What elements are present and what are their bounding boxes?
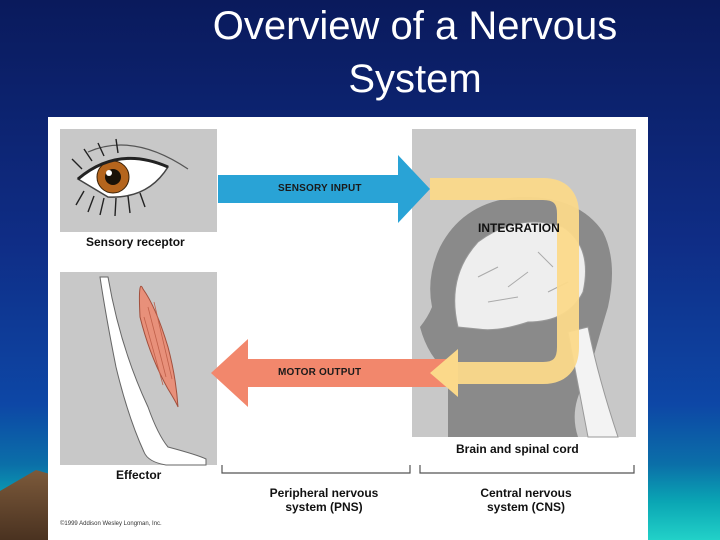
copyright-text: ©1999 Addison Wesley Longman, Inc.	[60, 521, 162, 527]
effector-label: Effector	[116, 468, 162, 482]
leg-icon	[99, 276, 207, 466]
integration-loop	[430, 178, 579, 384]
integration-label: INTEGRATION	[478, 221, 560, 235]
pns-label: Peripheral nervous system (PNS)	[244, 486, 404, 514]
eye-icon	[71, 138, 189, 217]
cns-label: Central nervous system (CNS)	[446, 486, 606, 514]
sensory-input-arrow	[218, 155, 430, 223]
motor-output-arrow	[211, 339, 448, 407]
sensory-input-label: SENSORY INPUT	[278, 183, 362, 194]
cns-bracket	[419, 465, 635, 474]
slide-title-line1: Overview of a Nervous	[212, 4, 618, 48]
brain-spinal-cord-label: Brain and spinal cord	[456, 442, 579, 456]
diagram-graphic	[60, 129, 636, 474]
sensory-receptor-label: Sensory receptor	[86, 235, 185, 249]
cns-label-line2: system (CNS)	[486, 500, 566, 514]
slide-title-line2: System	[348, 57, 482, 101]
slide-title: Overview of a Nervous System	[150, 0, 680, 106]
cns-label-line1: Central nervous	[480, 486, 572, 500]
pns-label-line2: system (PNS)	[285, 500, 363, 514]
diagram-panel: SENSORY INPUT MOTOR OUTPUT INTEGRATION S…	[48, 117, 648, 540]
pns-bracket	[221, 465, 411, 474]
integration-arrowhead	[430, 349, 458, 397]
motor-output-label: MOTOR OUTPUT	[278, 367, 362, 378]
pns-label-line1: Peripheral nervous	[269, 486, 379, 500]
